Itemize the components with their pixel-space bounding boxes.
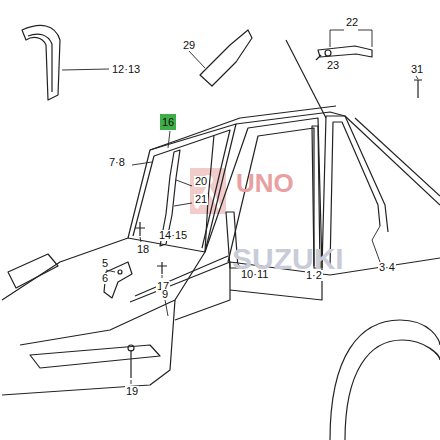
callout-number: 9 [161, 289, 169, 300]
bolt [118, 270, 122, 274]
bolt [130, 350, 131, 378]
callout-number: 22 [345, 17, 359, 28]
callout-number: 23 [326, 60, 340, 71]
clip [135, 222, 145, 236]
callout-number: 20 [194, 176, 208, 187]
bolt [128, 345, 134, 351]
leader-lines [62, 30, 418, 384]
leader-line [188, 50, 205, 68]
headlight [8, 254, 58, 288]
rear-window [345, 116, 440, 205]
callout-number: 3·4 [378, 262, 396, 273]
door-bottom [175, 262, 230, 320]
grille [30, 345, 160, 368]
wheel [345, 340, 440, 440]
pillar-trim-part [28, 34, 52, 92]
callout-number: 14·15 [158, 230, 188, 241]
callout-number: 31 [410, 64, 424, 75]
leader-line [131, 380, 132, 384]
windshield [128, 124, 236, 252]
screw [414, 80, 422, 98]
leader-line [162, 275, 163, 278]
highlighted-callout: 16 [160, 114, 176, 130]
leader-line [165, 300, 168, 316]
leader-line [62, 69, 109, 70]
callout-number: 7·8 [108, 157, 126, 168]
watermark-text: UNO [236, 170, 294, 196]
callout-number: 16 [162, 117, 174, 128]
callout-number: 29 [182, 40, 196, 51]
rear-window [355, 118, 440, 196]
antenna [286, 40, 326, 118]
screw [325, 50, 331, 56]
leader-line [372, 226, 380, 262]
callout-number: 19 [125, 386, 139, 397]
callout-number: 5 [101, 258, 109, 269]
leader-line [132, 162, 152, 165]
leader-line [416, 76, 418, 79]
windshield-moulding [133, 130, 230, 248]
wheel-arch [330, 320, 440, 440]
leader-line [330, 30, 372, 47]
leader-line [168, 131, 170, 148]
trim-part [200, 30, 252, 86]
callout-number: 6 [101, 273, 109, 284]
leader-line [174, 180, 192, 206]
screw [316, 55, 321, 60]
leader-line [106, 270, 115, 272]
sill-moulding [135, 256, 228, 296]
clip [157, 262, 167, 274]
front-bumper [2, 300, 175, 395]
leader-line [140, 237, 141, 242]
callout-number: 18 [136, 244, 150, 255]
clip-part [318, 46, 372, 57]
hood-outline [2, 238, 205, 345]
callout-number: 12·13 [111, 64, 141, 75]
callout-number: 21 [194, 194, 208, 205]
callout-number: 10·11 [240, 269, 269, 280]
callout-number: 1·2 [305, 270, 323, 281]
pillar-trim-part [22, 25, 60, 100]
